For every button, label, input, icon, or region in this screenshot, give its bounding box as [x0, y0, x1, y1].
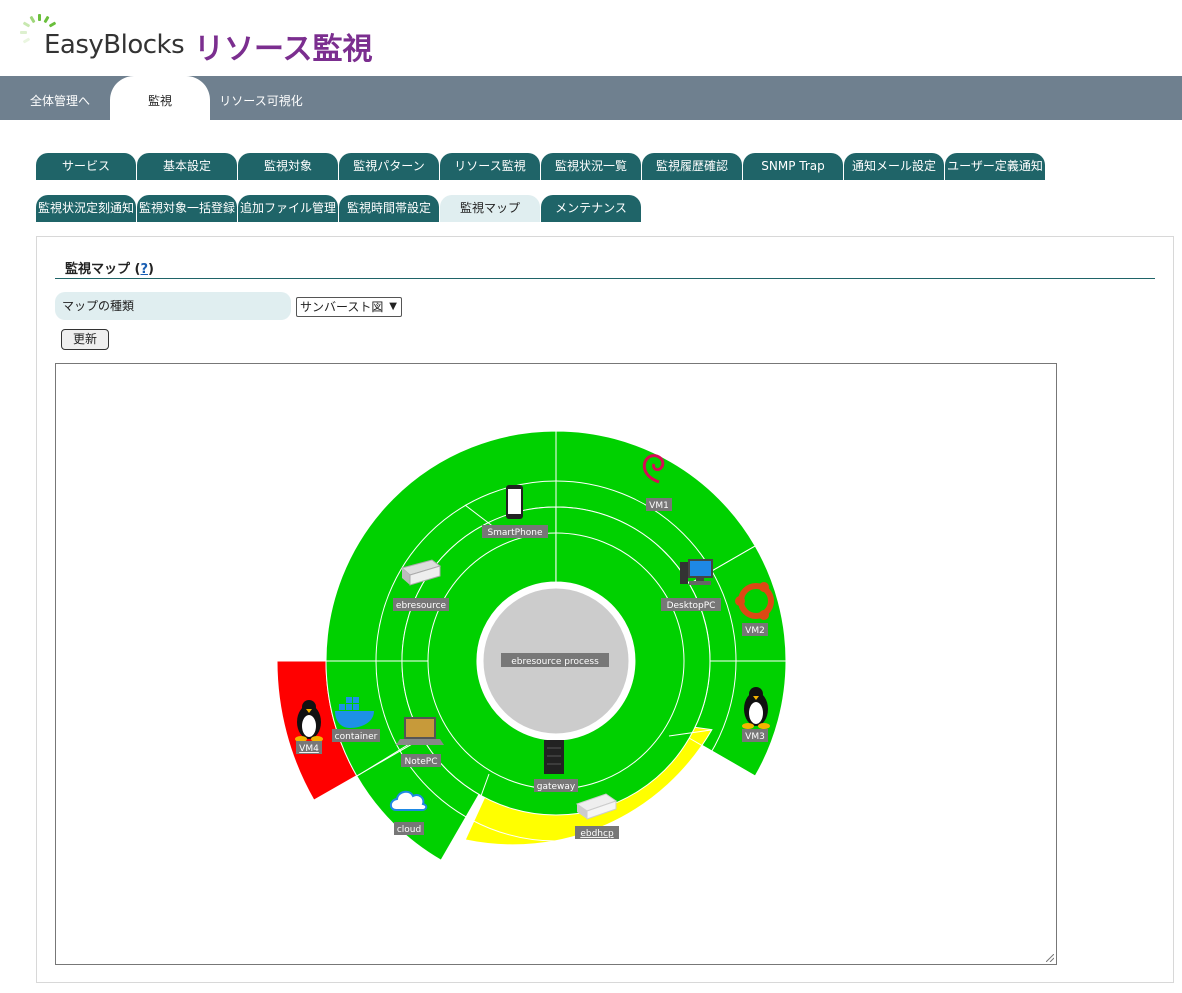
- top-tab-monitor[interactable]: 監視: [110, 76, 210, 120]
- app-header: EasyBlocks リソース監視: [0, 0, 1182, 76]
- label-notepc: NotePC: [404, 757, 437, 767]
- refresh-button[interactable]: 更新: [61, 329, 109, 350]
- tab-scheduled-notify[interactable]: 監視状況定刻通知: [36, 195, 136, 222]
- root-label-bg: [501, 653, 609, 667]
- server-tower-icon: [544, 740, 564, 774]
- tab-history[interactable]: 監視履歴確認: [642, 153, 742, 180]
- tab-additional-files[interactable]: 追加ファイル管理: [238, 195, 338, 222]
- tab-snmp-trap[interactable]: SNMP Trap: [743, 153, 843, 180]
- root-label: ebresource process: [511, 657, 599, 667]
- tab-mail-settings[interactable]: 通知メール設定: [844, 153, 944, 180]
- label-smartphone: SmartPhone: [487, 528, 543, 538]
- ubuntu-icon: [735, 582, 774, 620]
- panel-title-end: ): [148, 262, 154, 277]
- sunburst-chart: ebresource process SmartPhone ebresource: [276, 430, 787, 861]
- tab-monitor-targets[interactable]: 監視対象: [238, 153, 338, 180]
- label-gateway: gateway: [537, 782, 576, 792]
- label-container: container: [335, 732, 378, 742]
- monitor-map-panel: 監視マップ (?) マップの種類 サンバースト図 ▼ 更新: [36, 236, 1174, 983]
- sunburst-segment-level1-ring[interactable]: [401, 506, 711, 816]
- smartphone-icon: [506, 485, 523, 519]
- tab-service[interactable]: サービス: [36, 153, 136, 180]
- label-vm2: VM2: [745, 626, 765, 636]
- tab-time-settings[interactable]: 監視時間帯設定: [339, 195, 439, 222]
- label-cloud: cloud: [397, 825, 421, 835]
- chevron-down-icon: ▼: [389, 301, 397, 312]
- easyblocks-logo-icon: [20, 14, 56, 44]
- panel-title: 監視マップ (?): [65, 258, 154, 277]
- help-link[interactable]: ?: [140, 262, 149, 277]
- map-type-value: サンバースト図: [300, 300, 384, 314]
- debian-icon: [642, 454, 665, 484]
- tab-monitor-patterns[interactable]: 監視パターン: [339, 153, 439, 180]
- tab-user-defined-notify[interactable]: ユーザー定義通知: [945, 153, 1045, 180]
- brand-name: EasyBlocks: [44, 30, 185, 60]
- product-title: リソース監視: [194, 32, 373, 67]
- network-appliance-icon: [575, 793, 618, 820]
- label-vm1: VM1: [649, 501, 669, 511]
- cloud-icon: [389, 790, 428, 811]
- label-vm4[interactable]: VM4: [299, 744, 319, 754]
- tab-monitor-map[interactable]: 監視マップ: [440, 195, 540, 222]
- top-tab-resource-visualization[interactable]: リソース可視化: [219, 94, 303, 108]
- desktop-pc-icon: [680, 559, 713, 585]
- linux-penguin-icon: [742, 687, 770, 729]
- map-type-label: マップの種類: [55, 292, 291, 320]
- tab-status-list[interactable]: 監視状況一覧: [541, 153, 641, 180]
- label-ebresource: ebresource: [396, 601, 447, 611]
- label-desktoppc: DesktopPC: [667, 601, 716, 611]
- label-ebdhcp[interactable]: ebdhcp: [580, 829, 614, 839]
- top-nav-bar: 全体管理へ 監視 リソース可視化: [0, 76, 1182, 120]
- sunburst-map-area: ebresource process SmartPhone ebresource: [55, 363, 1057, 965]
- resize-handle-icon[interactable]: [1046, 954, 1054, 962]
- docker-icon: [335, 697, 374, 728]
- rack-device-icon: [400, 559, 442, 586]
- label-vm3: VM3: [745, 732, 765, 742]
- laptop-icon: [396, 717, 444, 745]
- tab-bulk-register[interactable]: 監視対象一括登録: [137, 195, 237, 222]
- tab-maintenance[interactable]: メンテナンス: [541, 195, 641, 222]
- map-type-select[interactable]: サンバースト図 ▼: [296, 297, 402, 317]
- panel-title-text: 監視マップ (: [65, 262, 141, 277]
- tab-basic-settings[interactable]: 基本設定: [137, 153, 237, 180]
- title-divider: [55, 278, 1155, 279]
- top-tab-overall[interactable]: 全体管理へ: [29, 94, 90, 108]
- tab-resource-monitor[interactable]: リソース監視: [440, 153, 540, 180]
- linux-penguin-icon-vm4: [295, 700, 323, 742]
